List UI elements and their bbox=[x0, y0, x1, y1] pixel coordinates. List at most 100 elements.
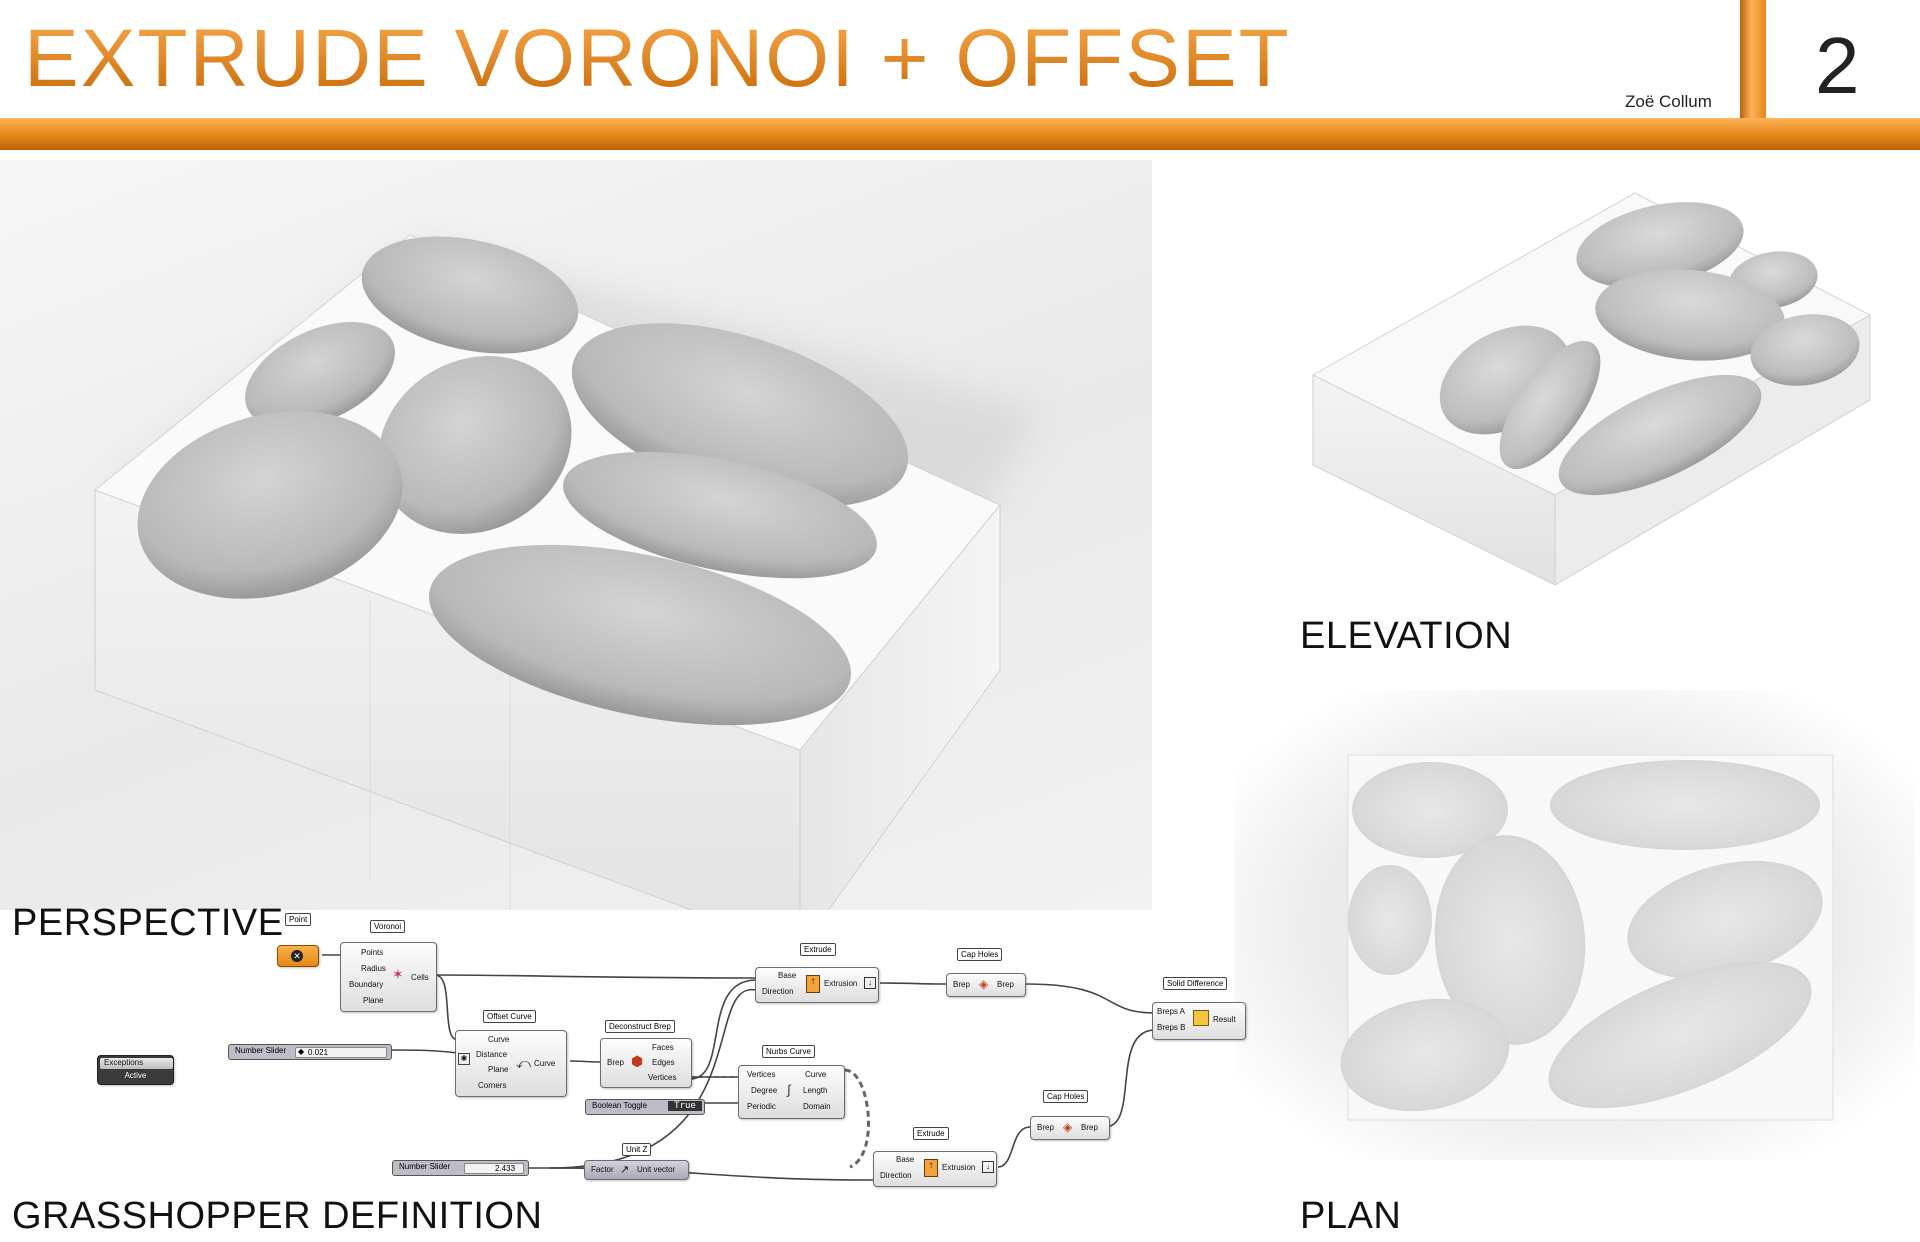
port-brep[interactable]: Brep bbox=[607, 1058, 624, 1067]
point-param[interactable]: ✕ bbox=[277, 945, 319, 967]
port-direction[interactable]: Direction bbox=[762, 987, 794, 996]
port-corners[interactable]: Corners bbox=[478, 1081, 507, 1090]
port-extrusion[interactable]: Extrusion bbox=[824, 979, 858, 988]
extrude-bottom-component[interactable]: Base Direction ↑ Extrusion ↓ bbox=[873, 1151, 997, 1187]
point-icon: ✕ bbox=[291, 950, 303, 962]
header-band bbox=[0, 118, 1920, 150]
nurbs-curve-tag: Nurbs Curve bbox=[762, 1045, 815, 1058]
port-degree[interactable]: Degree bbox=[751, 1086, 778, 1095]
solid-difference-tag: Solid Difference bbox=[1163, 977, 1228, 990]
port-curve[interactable]: Curve bbox=[805, 1070, 827, 1079]
cap-holes-bottom-tag: Cap Holes bbox=[1043, 1090, 1089, 1103]
port-extrusion[interactable]: Extrusion bbox=[942, 1163, 976, 1172]
cap-holes-top-tag: Cap Holes bbox=[957, 948, 1003, 961]
port-points[interactable]: Points bbox=[361, 948, 384, 957]
port-radius[interactable]: Radius bbox=[361, 964, 386, 973]
slider-name: Number Slider bbox=[235, 1046, 287, 1055]
cap-holes-top-component[interactable]: Brep ◈ Brep bbox=[946, 973, 1026, 997]
port-direction[interactable]: Direction bbox=[880, 1171, 912, 1180]
distance-expression-icon: ✱ bbox=[458, 1053, 470, 1065]
brep-icon: ⬢ bbox=[631, 1053, 644, 1069]
slider-track[interactable]: 2.433 bbox=[464, 1163, 524, 1174]
offset-icon: ⤺ bbox=[516, 1055, 531, 1071]
perspective-label: PERSPECTIVE bbox=[12, 902, 284, 944]
deconstruct-brep-component[interactable]: Brep ⬢ Faces Edges Vertices bbox=[600, 1038, 692, 1088]
port-brep-out[interactable]: Brep bbox=[997, 980, 1014, 989]
port-edges[interactable]: Edges bbox=[652, 1058, 675, 1067]
toggle-name: Boolean Toggle bbox=[592, 1101, 648, 1110]
perspective-model bbox=[94, 234, 1040, 952]
port-result[interactable]: Result bbox=[1213, 1015, 1236, 1024]
unit-z-component[interactable]: Factor ↗ Unit vector bbox=[584, 1160, 689, 1180]
port-boundary[interactable]: Boundary bbox=[349, 980, 384, 989]
unit-z-tag: Unit Z bbox=[622, 1143, 652, 1156]
elevation-model bbox=[1311, 192, 1872, 586]
cap-holes-icon: ◈ bbox=[1063, 1120, 1073, 1134]
plan-model bbox=[1340, 754, 1834, 1121]
port-length[interactable]: Length bbox=[803, 1086, 828, 1095]
port-plane[interactable]: Plane bbox=[363, 996, 384, 1005]
grasshopper-canvas: Point ✕ Voronoi Points Radius Boundary P… bbox=[0, 905, 1250, 1235]
author-name: Zoë Collum bbox=[1625, 92, 1712, 111]
extrude-bottom-tag: Extrude bbox=[913, 1127, 949, 1140]
solid-difference-icon bbox=[1193, 1010, 1209, 1026]
offset-curve-component[interactable]: ✱ Curve Distance Plane Corners ⤺ Curve bbox=[455, 1030, 567, 1097]
port-breps-a[interactable]: Breps A bbox=[1157, 1007, 1186, 1016]
slider-value: 0.021 bbox=[308, 1048, 329, 1057]
extrude-top-component[interactable]: Base Direction ↑ Extrusion ↓ bbox=[755, 967, 879, 1003]
port-base[interactable]: Base bbox=[896, 1155, 915, 1164]
point-tag: Point bbox=[285, 913, 312, 926]
down-arrow-icon: ↓ bbox=[982, 1161, 994, 1173]
port-brep-in[interactable]: Brep bbox=[953, 980, 970, 989]
port-vertices[interactable]: Vertices bbox=[648, 1073, 677, 1082]
port-vertices-in[interactable]: Vertices bbox=[747, 1070, 776, 1079]
extrude-icon: ↑ bbox=[924, 1159, 938, 1177]
port-cells[interactable]: Cells bbox=[411, 973, 429, 982]
port-periodic[interactable]: Periodic bbox=[747, 1102, 776, 1111]
exceptions-state: Active bbox=[124, 1071, 147, 1080]
distance-slider[interactable]: Number Slider ◆ 0.021 bbox=[228, 1044, 392, 1060]
port-faces[interactable]: Faces bbox=[652, 1043, 674, 1052]
slider-grip-icon: ◆ bbox=[298, 1047, 305, 1056]
nurbs-curve-component[interactable]: Vertices Degree Periodic ∫ Curve Length … bbox=[738, 1065, 845, 1119]
port-breps-b[interactable]: Breps B bbox=[1157, 1023, 1186, 1032]
port-factor[interactable]: Factor bbox=[591, 1165, 614, 1174]
port-base[interactable]: Base bbox=[778, 971, 797, 980]
port-curve-out[interactable]: Curve bbox=[534, 1059, 556, 1068]
factor-slider[interactable]: Number Slider 2.433 bbox=[392, 1160, 529, 1176]
exceptions-label: Exceptions bbox=[100, 1058, 173, 1069]
voronoi-icon: ✶ bbox=[392, 966, 404, 982]
exceptions-component[interactable]: Exceptions Active bbox=[97, 1055, 174, 1085]
grasshopper-label: GRASSHOPPER DEFINITION bbox=[12, 1195, 543, 1237]
extrude-top-tag: Extrude bbox=[800, 943, 836, 956]
port-brep-in[interactable]: Brep bbox=[1037, 1123, 1054, 1132]
port-distance[interactable]: Distance bbox=[476, 1050, 508, 1059]
down-arrow-icon: ↓ bbox=[864, 977, 876, 989]
slider-value: 2.433 bbox=[495, 1164, 516, 1173]
port-brep-out[interactable]: Brep bbox=[1081, 1123, 1098, 1132]
voronoi-component[interactable]: Points Radius Boundary Plane ✶ Cells bbox=[340, 942, 437, 1012]
slider-track[interactable]: ◆ 0.021 bbox=[295, 1047, 387, 1058]
port-curve[interactable]: Curve bbox=[488, 1035, 510, 1044]
toggle-value[interactable]: True bbox=[668, 1101, 702, 1111]
boolean-toggle[interactable]: Boolean Toggle True bbox=[585, 1099, 705, 1115]
solid-difference-component[interactable]: Breps A Breps B Result bbox=[1152, 1002, 1246, 1040]
cap-holes-icon: ◈ bbox=[979, 977, 989, 991]
slider-name: Number Slider bbox=[399, 1162, 451, 1171]
port-unit-vector[interactable]: Unit vector bbox=[637, 1165, 676, 1174]
port-plane[interactable]: Plane bbox=[488, 1065, 509, 1074]
nurbs-icon: ∫ bbox=[787, 1082, 791, 1097]
perspective-render bbox=[0, 160, 1152, 952]
voronoi-tag: Voronoi bbox=[370, 920, 406, 933]
offset-curve-tag: Offset Curve bbox=[483, 1010, 536, 1023]
elevation-label: ELEVATION bbox=[1300, 615, 1513, 657]
deconstruct-brep-tag: Deconstruct Brep bbox=[605, 1020, 675, 1033]
cap-holes-bottom-component[interactable]: Brep ◈ Brep bbox=[1030, 1116, 1110, 1140]
extrude-icon: ↑ bbox=[806, 975, 820, 993]
plan-label: PLAN bbox=[1300, 1195, 1402, 1237]
port-domain[interactable]: Domain bbox=[803, 1102, 831, 1111]
unit-z-icon: ↗ bbox=[620, 1164, 630, 1176]
page-number: 2 bbox=[1815, 21, 1860, 110]
plan-render bbox=[1235, 690, 1915, 1160]
elevation-render bbox=[1295, 175, 1895, 645]
